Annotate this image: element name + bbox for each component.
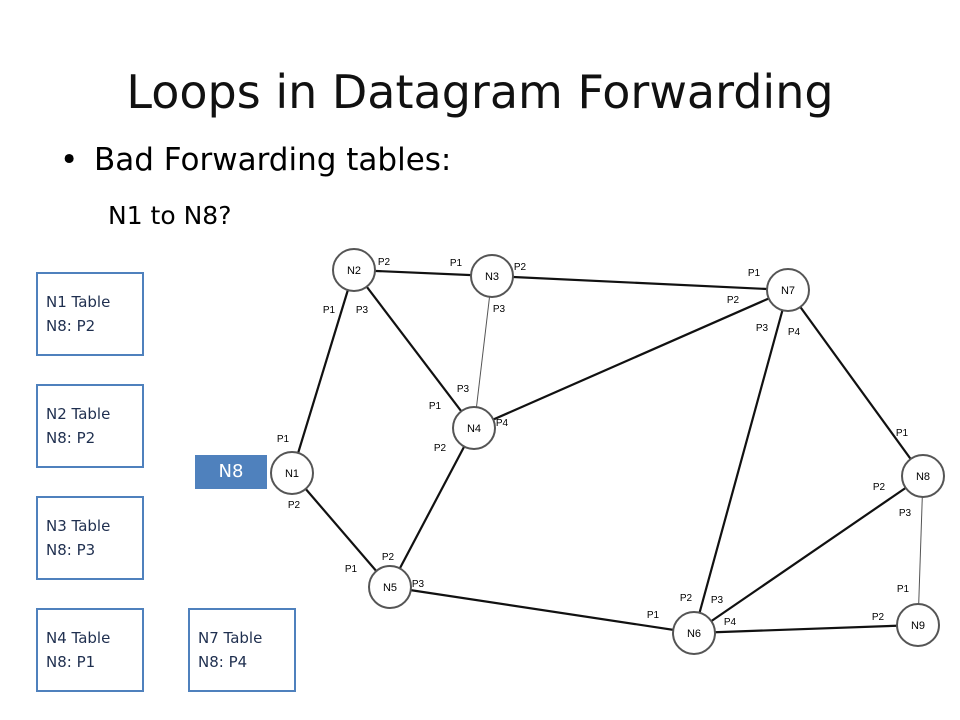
port-label: P2 bbox=[288, 500, 301, 511]
bullet-dot-icon: • bbox=[60, 142, 79, 178]
link-n7-n6 bbox=[692, 289, 790, 634]
port-label: P3 bbox=[493, 304, 506, 315]
node-circle bbox=[766, 268, 810, 312]
port-label: P1 bbox=[897, 584, 910, 595]
port-label: P3 bbox=[457, 384, 470, 395]
node-n2: N2 bbox=[332, 248, 376, 292]
node-circle bbox=[896, 603, 940, 647]
table-entry: N8: P2 bbox=[46, 429, 96, 447]
node-n4: N4 bbox=[452, 406, 496, 450]
link-n9-n6 bbox=[693, 623, 919, 635]
node-n9: N9 bbox=[896, 603, 940, 647]
n1-table-box: N1 Table N8: P2 bbox=[36, 272, 144, 356]
port-label: P1 bbox=[323, 305, 336, 316]
table-entry: N8: P3 bbox=[46, 541, 96, 559]
question-text: N1 to N8? bbox=[108, 201, 232, 230]
node-circle bbox=[470, 254, 514, 298]
link-n2-n1 bbox=[290, 269, 356, 474]
node-n5: N5 bbox=[368, 565, 412, 609]
table-title: N3 Table bbox=[46, 517, 111, 535]
table-title: N4 Table bbox=[46, 629, 111, 647]
port-label: P1 bbox=[647, 610, 660, 621]
port-label: P1 bbox=[896, 428, 909, 439]
port-label: P2 bbox=[727, 295, 740, 306]
link-n7-n8 bbox=[787, 289, 924, 477]
bullet-text: Bad Forwarding tables: bbox=[94, 142, 452, 178]
slide-title: Loops in Datagram Forwarding bbox=[126, 65, 834, 119]
port-label: P4 bbox=[496, 418, 509, 429]
port-label: P1 bbox=[748, 268, 761, 279]
port-label: P3 bbox=[756, 323, 769, 334]
port-label: P3 bbox=[412, 579, 425, 590]
node-label: N3 bbox=[485, 271, 499, 283]
port-label: P2 bbox=[514, 262, 527, 273]
n4-table-box: N4 Table N8: P1 bbox=[36, 608, 144, 692]
link-n5-n6 bbox=[389, 585, 695, 635]
table-entry: N8: P1 bbox=[46, 653, 96, 671]
port-label: P4 bbox=[788, 327, 801, 338]
link-n8-n6 bbox=[693, 475, 924, 634]
link-n2-n4 bbox=[353, 269, 475, 429]
node-circle bbox=[270, 451, 314, 495]
node-label: N2 bbox=[347, 265, 361, 277]
node-label: N1 bbox=[285, 468, 299, 480]
link-n4-n7 bbox=[473, 288, 789, 430]
node-label: N9 bbox=[911, 620, 925, 632]
port-label: P1 bbox=[345, 564, 358, 575]
link-n3-n7 bbox=[491, 274, 789, 292]
node-n6: N6 bbox=[672, 611, 716, 655]
port-label: P4 bbox=[724, 617, 737, 628]
node-circle bbox=[368, 565, 412, 609]
table-entry: N8: P2 bbox=[46, 317, 96, 335]
port-label: P1 bbox=[277, 434, 290, 445]
n7-table-box: N7 Table N8: P4 bbox=[188, 608, 296, 692]
table-title: N1 Table bbox=[46, 293, 111, 311]
port-label: P3 bbox=[356, 305, 369, 316]
port-label: P2 bbox=[382, 552, 395, 563]
link-n2-n3 bbox=[353, 268, 493, 278]
node-circle bbox=[452, 406, 496, 450]
node-label: N7 bbox=[781, 285, 795, 297]
link-n1-n5 bbox=[291, 472, 391, 588]
node-circle bbox=[672, 611, 716, 655]
port-label: P2 bbox=[872, 612, 885, 623]
node-n1: N1 bbox=[270, 451, 314, 495]
table-entry: N8: P4 bbox=[198, 653, 248, 671]
destination-n8-tag: N8 bbox=[195, 455, 267, 489]
table-title: N2 Table bbox=[46, 405, 111, 423]
link-n3-n4 bbox=[473, 275, 493, 429]
bullet-point: • Bad Forwarding tables: bbox=[60, 138, 451, 182]
port-label: P1 bbox=[429, 401, 442, 412]
link-n4-n5 bbox=[389, 427, 475, 588]
port-label: P2 bbox=[378, 257, 391, 268]
port-label: P2 bbox=[434, 443, 447, 454]
node-n7: N7 bbox=[766, 268, 810, 312]
n2-table-box: N2 Table N8: P2 bbox=[36, 384, 144, 468]
port-label: P3 bbox=[711, 595, 724, 606]
node-label: N5 bbox=[383, 582, 397, 594]
node-label: N6 bbox=[687, 628, 701, 640]
node-n3: N3 bbox=[470, 254, 514, 298]
node-label: N4 bbox=[467, 423, 481, 435]
port-label: P1 bbox=[450, 258, 463, 269]
table-title: N7 Table bbox=[198, 629, 263, 647]
n3-table-box: N3 Table N8: P3 bbox=[36, 496, 144, 580]
port-label: P3 bbox=[899, 508, 912, 519]
link-n8-n9 bbox=[917, 475, 924, 626]
port-label: P2 bbox=[873, 482, 886, 493]
node-n8: N8 bbox=[901, 454, 945, 498]
node-circle bbox=[901, 454, 945, 498]
node-circle bbox=[332, 248, 376, 292]
node-label: N8 bbox=[916, 471, 930, 483]
port-label: P2 bbox=[680, 593, 693, 604]
